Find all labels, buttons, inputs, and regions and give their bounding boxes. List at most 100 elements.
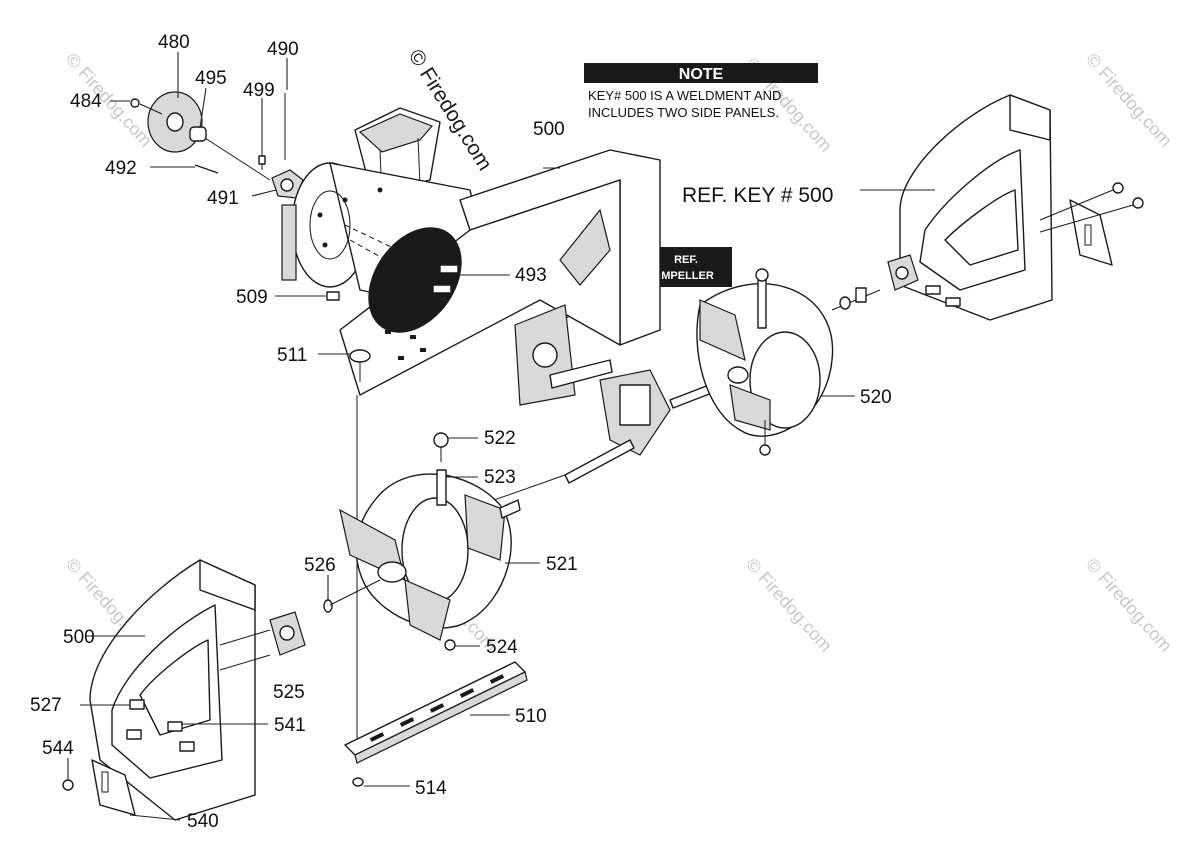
watermark-bottom-center: © Firedog.com xyxy=(742,554,836,655)
auger-521-paddle-back xyxy=(464,494,506,561)
pulley-hub xyxy=(166,112,184,132)
watermark-bottom-right: © Firedog.com xyxy=(1082,554,1176,655)
nut-484-axis xyxy=(139,103,163,115)
note-line-2: INCLUDES TWO SIDE PANELS. xyxy=(588,105,779,120)
spacer-523 xyxy=(436,469,447,506)
leader-lines xyxy=(67,52,935,821)
chute-opening xyxy=(358,113,434,153)
label-544: 544 xyxy=(42,738,74,759)
right-panel-bearing xyxy=(895,266,909,280)
weldment-500-face xyxy=(339,179,621,396)
carriage-bolt-527 xyxy=(129,699,145,710)
label-521: 521 xyxy=(546,554,578,575)
auger-520-hub xyxy=(727,366,749,384)
left-panel-top-edge xyxy=(199,559,256,611)
washer-526 xyxy=(323,599,333,613)
ref-impeller-line-2: IMPELLER xyxy=(658,270,714,282)
key-492 xyxy=(194,164,219,174)
auger-right-520 xyxy=(696,268,881,456)
auger-housing xyxy=(281,107,661,406)
label-480: 480 xyxy=(158,32,190,53)
carriage-bolt-527-b xyxy=(126,729,142,740)
auger-520-nut xyxy=(759,444,771,456)
bolt-line-2 xyxy=(349,239,441,291)
bolt-line-1 xyxy=(344,224,451,276)
bolt-499-head xyxy=(258,155,266,165)
auger-521-shaft-collar xyxy=(499,499,521,519)
weldment-side-window xyxy=(559,208,611,286)
label-541: 541 xyxy=(274,715,306,736)
spacer-495 xyxy=(189,126,207,142)
left-panel-window xyxy=(139,639,211,736)
bolt-493-b xyxy=(432,284,452,294)
nut-544 xyxy=(62,779,74,791)
right-carriage-bolt-1 xyxy=(925,285,941,295)
auger-520-paddle-top xyxy=(699,299,746,362)
gearbox-cover xyxy=(619,384,651,426)
nut-514 xyxy=(352,777,364,787)
shave-slot-5 xyxy=(489,674,505,684)
auger-521-paddle-bottom xyxy=(404,579,451,641)
auger-520-shear-bolt-head xyxy=(755,268,769,282)
slot-1 xyxy=(385,330,391,334)
auger-left-521 xyxy=(339,432,521,651)
label-540: 540 xyxy=(187,811,219,832)
skid-540-slot xyxy=(101,771,109,793)
leader-540 xyxy=(129,814,181,821)
label-484: 484 xyxy=(70,91,102,112)
right-skid-slot xyxy=(1084,224,1092,246)
auger-520-bushing xyxy=(855,287,867,303)
label-525: 525 xyxy=(273,682,305,703)
label-527: 527 xyxy=(30,695,62,716)
hex-bolt-541-b xyxy=(179,741,195,752)
pulley-group xyxy=(130,91,304,199)
input-shaft xyxy=(549,359,613,389)
shave-slot-3 xyxy=(429,703,445,713)
label-510: 510 xyxy=(515,706,547,727)
drum-hole-3 xyxy=(317,212,323,218)
auger-520-shear-pin xyxy=(757,279,767,329)
right-nut-bottom xyxy=(1132,197,1144,209)
leader-491 xyxy=(251,189,277,197)
label-509: 509 xyxy=(236,287,268,308)
label-ref-key: REF. KEY # 500 xyxy=(682,184,833,207)
label-511: 511 xyxy=(277,345,307,366)
bolt-493-a xyxy=(439,264,459,274)
shave-slot-4 xyxy=(459,688,475,698)
left-side-panel xyxy=(62,559,306,821)
auger-520-washer xyxy=(839,296,851,310)
label-499: 499 xyxy=(243,80,275,101)
drum-hole-4 xyxy=(377,187,383,193)
slot-3 xyxy=(398,356,404,360)
label-524: 524 xyxy=(486,637,518,658)
drum-end-inner xyxy=(309,190,351,260)
bolt-511 xyxy=(349,349,371,363)
front-bearing xyxy=(532,342,558,368)
auger-521-hub xyxy=(377,561,407,583)
label-492: 492 xyxy=(105,158,137,179)
pulley-shaft-line xyxy=(204,137,271,181)
drum-base-bracket xyxy=(281,204,297,281)
label-495: 495 xyxy=(195,68,227,89)
right-panel-window xyxy=(944,189,1019,266)
right-panel-top-edge xyxy=(1009,94,1051,141)
shear-bolt-522 xyxy=(433,432,449,448)
label-522: 522 xyxy=(484,428,516,449)
shave-slot-2 xyxy=(399,717,415,727)
left-panel-bearing xyxy=(279,625,295,641)
label-520: 520 xyxy=(860,387,892,408)
left-panel-flange-lines xyxy=(219,629,271,671)
slot-4 xyxy=(420,348,426,352)
right-side-panel xyxy=(887,94,1144,321)
shave-plate-edge xyxy=(354,671,528,764)
label-523: 523 xyxy=(484,467,516,488)
bolt-509 xyxy=(326,291,340,301)
label-493: 493 xyxy=(515,265,547,286)
label-491: 491 xyxy=(207,188,239,209)
label-500-left: 500 xyxy=(63,627,95,648)
label-500-top: 500 xyxy=(533,119,565,140)
right-nut-top xyxy=(1112,182,1124,194)
hex-bolt-541 xyxy=(167,721,183,732)
nut-484 xyxy=(130,98,140,108)
